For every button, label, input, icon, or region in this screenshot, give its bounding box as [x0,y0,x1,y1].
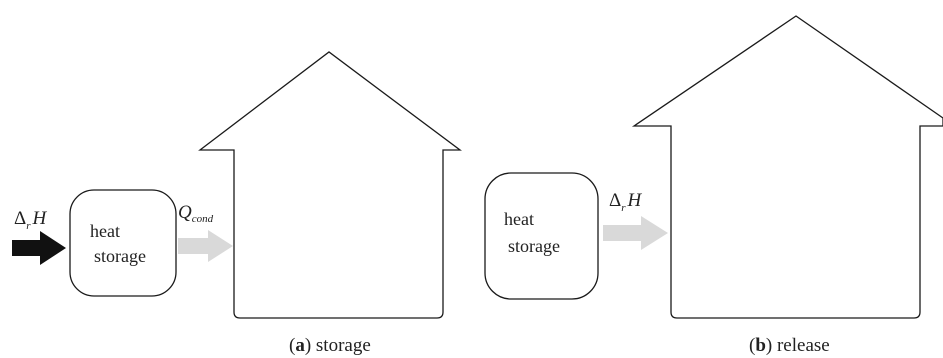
box-a-line2: storage [94,246,146,266]
box-b-line1: heat [504,209,534,229]
box-b-line2: storage [508,236,560,256]
caption-b-letter: b [755,335,766,356]
output-label-a: Qcond [178,202,214,225]
output-heat-arrow-a [178,230,233,262]
caption-a: (a) storage [289,335,371,356]
heat-storage-box-b [484,172,599,300]
enthalpy-symbol-b: H [627,190,643,211]
caption-b: (b) release [749,335,830,356]
subscript-r-b: r [621,202,626,214]
caption-a-text: storage [311,335,371,356]
output-heat-arrow-b [603,216,668,250]
input-heat-arrow [12,231,66,265]
delta-symbol: Δ [14,208,26,229]
house-outline-b [631,15,943,319]
delta-symbol-b: Δ [609,190,621,211]
subscript-cond: cond [192,213,214,225]
heat-storage-box-a [69,189,177,297]
caption-b-text: release [772,335,829,356]
box-a-line1: heat [90,221,120,241]
heat-symbol: Q [178,202,192,223]
caption-a-letter: a [295,335,305,356]
house-outline-a [198,51,462,319]
enthalpy-symbol: H [32,208,48,229]
subscript-r: r [26,220,31,232]
